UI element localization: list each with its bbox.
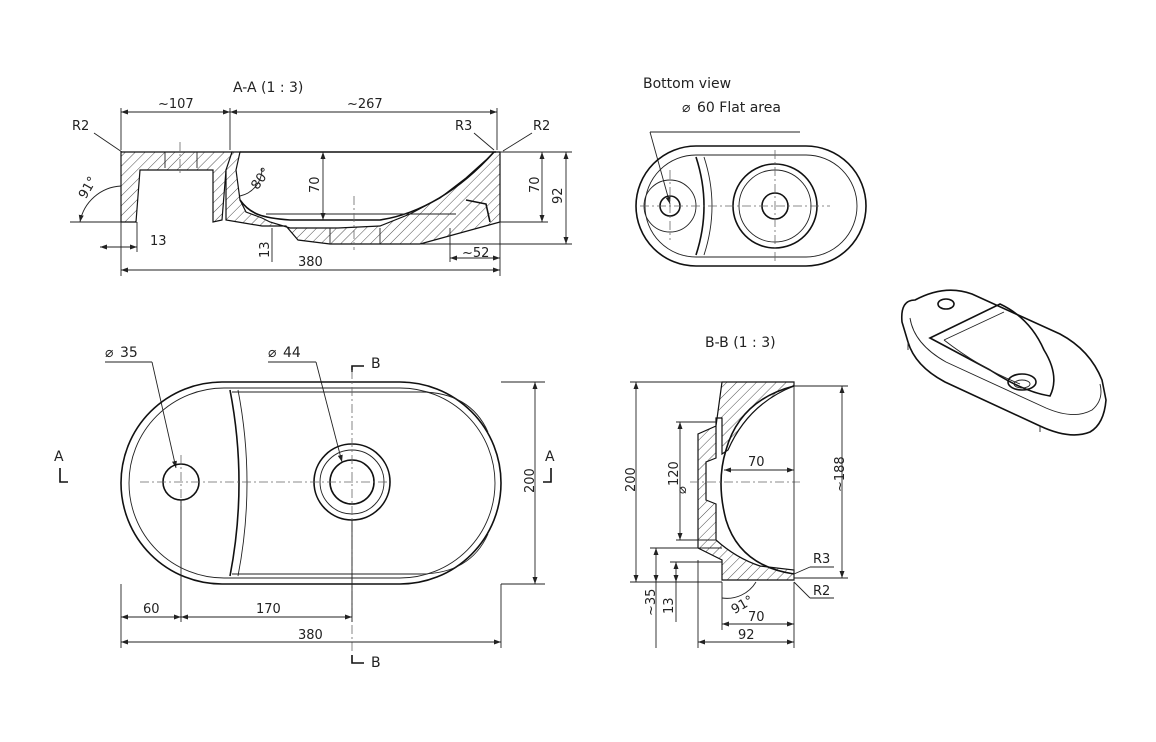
plan-dim-60: 60 [143,602,160,617]
plan-width-200: 200 [523,468,538,493]
bb-r3: R3 [813,552,830,567]
plan-dim-170: 170 [256,602,281,617]
iso-view [900,289,1107,436]
diameter-symbol: ⌀ [682,100,691,116]
section-a-left: A [54,449,64,465]
bb-bottom-92: 92 [738,628,755,643]
plan-dia-symbol-44: ⌀ [268,345,277,361]
flat-area-note: 60 Flat area [697,100,781,116]
dim-aa-r3: R3 [455,119,472,134]
dim-aa-r2-right: R2 [533,119,550,134]
section-b-top: B [371,356,381,372]
bb-section [697,381,795,581]
bottom-view-title: Bottom view [643,76,731,92]
bb-r2: R2 [813,584,830,599]
dim-aa-70-inner: 70 [308,176,323,193]
bb-height-200: 200 [624,467,639,492]
dim-aa-92: 92 [551,187,566,204]
section-b-bottom: B [371,655,381,671]
dim-aa-107: ~107 [158,97,194,112]
plan-view: ⌀ 35 ⌀ 44 B B A A 200 [54,345,555,671]
bb-dim-35: ~35 [644,589,659,616]
section-a-right: A [545,449,555,465]
bb-dia-symbol: ⌀ [675,486,690,494]
dim-aa-13-wall: 13 [258,241,273,258]
section-aa-view: A-A (1 : 3) ~107 ~267 R2 R3 R2 7 [70,80,572,276]
dim-aa-380: 380 [298,255,323,270]
bb-bottom-70: 70 [748,610,765,625]
aa-left-wall [120,151,233,223]
dim-aa-r2-left: R2 [72,119,89,134]
plan-drain-dim: 44 [283,345,301,361]
section-bb-view: B-B (1 : 3) 200 ⌀ 120 70 ~188 R3 R2 [624,335,848,648]
dim-aa-13-base: 13 [150,234,167,249]
dim-aa-52: ~52 [462,246,489,261]
plan-tap-hole-dim: 35 [120,345,138,361]
dim-aa-91: 91° [76,174,101,201]
bottom-view: Bottom view ⌀ 60 Flat area [635,76,867,267]
section-aa-title: A-A (1 : 3) [233,80,303,96]
bb-dim-13: 13 [662,597,677,614]
bb-inner-188: ~188 [833,456,848,492]
dim-aa-70-right: 70 [528,176,543,193]
plan-dim-380: 380 [298,628,323,643]
dim-aa-267: ~267 [347,97,383,112]
dim-aa-80: 80° [249,165,275,192]
aa-basin-section [225,151,501,245]
bb-depth-70: 70 [748,455,765,470]
section-bb-title: B-B (1 : 3) [705,335,776,351]
plan-dia-symbol-35: ⌀ [105,345,114,361]
bb-dia-120: 120 [667,461,682,486]
